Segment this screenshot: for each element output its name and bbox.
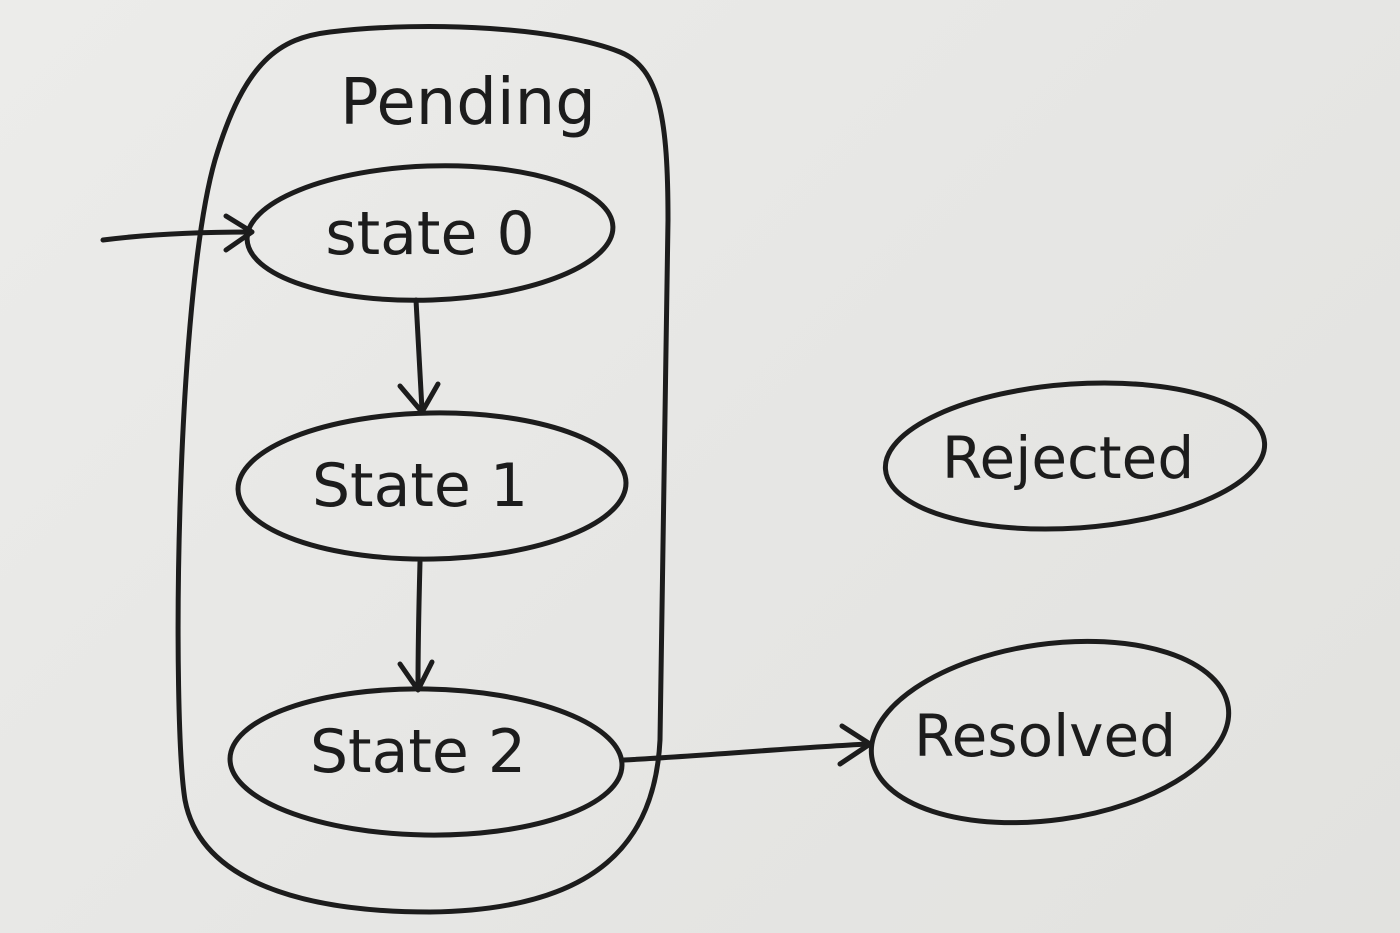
edge-state1-to-state2 xyxy=(397,559,435,693)
state-node-resolved: Resolved xyxy=(868,638,1232,826)
pending-group-boundary xyxy=(175,24,671,915)
rejected-label: Rejected xyxy=(942,424,1194,492)
state-node-2: State 2 xyxy=(227,686,625,838)
entry-arrow xyxy=(100,213,255,253)
state-node-0: state 0 xyxy=(244,163,616,303)
state-node-rejected: Rejected xyxy=(882,380,1268,532)
state-1-label: State 1 xyxy=(312,451,528,521)
edge-state0-to-state1 xyxy=(397,297,441,415)
state-node-1: State 1 xyxy=(235,410,629,562)
resolved-label: Resolved xyxy=(914,702,1176,770)
state-0-label: state 0 xyxy=(325,199,534,269)
state-2-label: State 2 xyxy=(310,717,526,787)
pending-group-label: Pending xyxy=(340,66,596,140)
